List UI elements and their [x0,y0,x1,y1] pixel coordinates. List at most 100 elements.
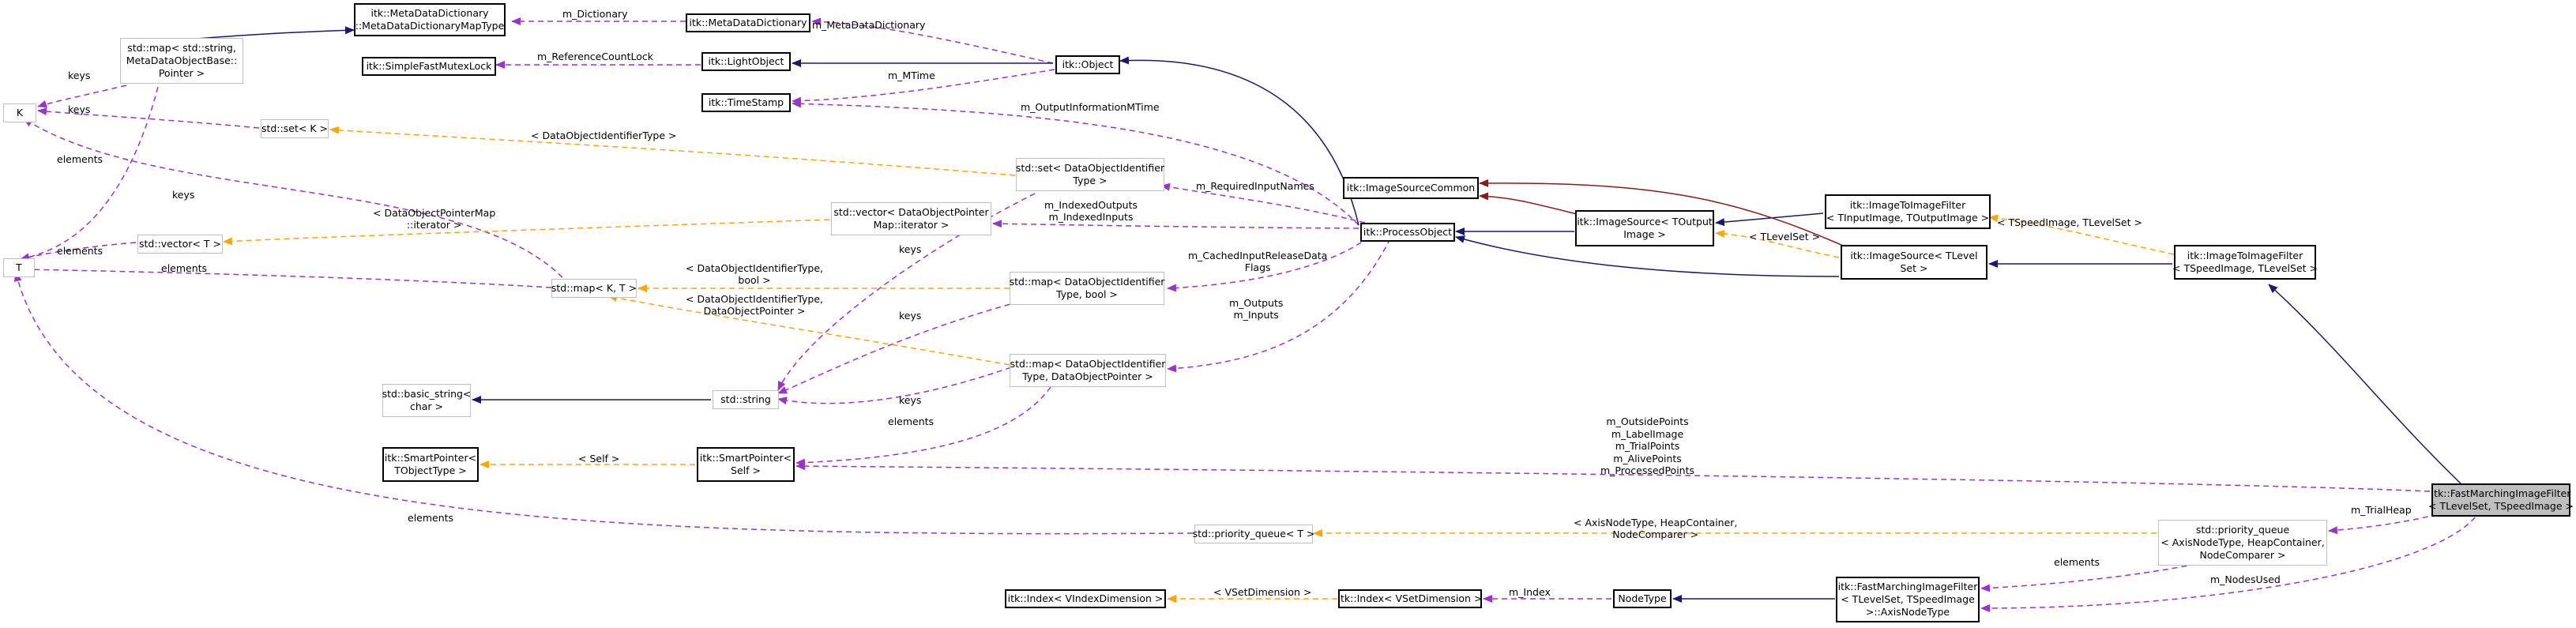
label-line: NodeComparer > [1612,528,1699,540]
edge-m-outputinformationmtime [792,100,1359,226]
node-line: < TSpeedImage, TLevelSet > [2172,262,2318,274]
node-metadatadictionary[interactable]: itk::MetaDataDictionary [686,13,810,32]
label-line: elements [57,245,103,257]
node-stdmap-doid-bool[interactable]: std::map< DataObjectIdentifier Type, boo… [1010,272,1164,305]
node-imagesource-tlevelset[interactable]: itk::ImageSource< TLevel Set > [1841,245,1987,280]
edge-keys-map [23,118,570,285]
node-priority-queue-axis[interactable]: std::priority_queue < AxisNodeType, Heap… [2158,520,2327,566]
node-basic-string[interactable]: std::basic_string< char > [382,384,471,417]
label-line: < DataObjectIdentifierType > [531,130,677,141]
label-vset-dimension: < VSetDimension > [1213,586,1311,598]
label-line: Flags [1244,261,1271,273]
label-m-referencecountlock: m_ReferenceCountLock [537,51,653,62]
node-priority-queue-T[interactable]: std::priority_queue< T > [1192,525,1315,543]
label-keys-dop: keys [899,394,921,406]
node-imagesource-toutputimage[interactable]: itk::ImageSource< TOutput Image > [1575,210,1714,246]
node-stdstring[interactable]: std::string [713,390,779,409]
edge-keys-set-doid [777,193,1036,391]
edge-dopm-iterator [223,219,830,246]
node-line: Set > [1900,262,1928,274]
label-line: m_TrialPoints [1615,440,1680,453]
node-index-vindexdimension[interactable]: itk::Index< VIndexDimension > [1005,589,1166,608]
label-line: < AxisNodeType, HeapContainer, [1574,517,1738,528]
label-line: < Self > [578,453,620,464]
node-line: itk::SmartPointer< [699,452,792,464]
label-line: elements [408,512,454,524]
label-line: elements [888,416,935,427]
label-elements-axis: elements [2054,556,2100,568]
label-m-requiredinputnames: m_RequiredInputNames [1196,180,1314,192]
node-line: itk::ImageSource< TOutput [1577,216,1713,228]
node-stdvector-T[interactable]: std::vector< T > [137,235,223,254]
node-line: itk::Index< VIndexDimension > [1007,592,1164,604]
node-imagetoimagefilter-speed-level[interactable]: itk::ImageToImageFilter < TSpeedImage, T… [2172,245,2318,280]
node-stdvector-dopm-iterator[interactable]: std::vector< DataObjectPointer Map::iter… [831,202,991,235]
node-line: itk::ImageSource< TLevel [1850,250,1978,261]
label-line: keys [899,243,922,255]
node-line: std::priority_queue< T > [1192,528,1315,540]
node-line: itk::Index< VSetDimension > [1337,592,1483,604]
node-stdmap-doid-dop[interactable]: std::map< DataObjectIdentifier Type, Dat… [1010,354,1166,387]
node-lightobject[interactable]: itk::LightObject [701,52,791,71]
label-line: m_NodesUsed [2210,573,2281,585]
node-stdmap-K-T[interactable]: std::map< K, T > [551,279,637,298]
label-line: m_Inputs [1233,309,1279,321]
node-T[interactable]: T [3,258,35,277]
label-line: m_Outputs [1229,297,1284,309]
node-K[interactable]: K [3,103,36,122]
label-elements-vec: elements [57,245,103,257]
node-object[interactable]: itk::Object [1055,55,1120,74]
label-line: keys [68,70,91,81]
node-line: itk::TimeStamp [708,96,784,108]
label-keys-set-doid: keys [899,243,921,255]
node-fastmarching-axisnodetype[interactable]: itk::FastMarchingImageFilter < TLevelSet… [1836,577,1980,622]
node-processobject[interactable]: itk::ProcessObject [1360,223,1455,242]
node-line: < TLevelSet, TSpeedImage > [2428,500,2574,512]
label-line: DataObjectPointer > [703,305,806,317]
label-line: < TSpeedImage, TLevelSet > [1997,216,2142,228]
node-metadatadictionary-maptype[interactable]: itk::MetaDataDictionary ::MetaDataDictio… [354,3,506,36]
node-stdmap-string-metadataobject[interactable]: std::map< std::string, MetaDataObjectBas… [120,38,243,84]
node-line: itk::ImageToImageFilter [2187,250,2303,261]
label-line: m_CachedInputReleaseData [1188,250,1328,261]
label-keys-stdmap: keys [68,70,90,81]
node-line: NodeType [1618,592,1667,604]
node-line: itk::LightObject [708,55,784,67]
edge-inherit-imgsrc-tlevel-processobject [1455,235,1840,277]
node-line: >::AxisNodeType [1865,606,1950,618]
label-line: m_OutputInformationMTime [1021,101,1160,113]
label-doid-dop: < DataObjectIdentifierType,DataObjectPoi… [686,293,823,317]
node-line: Image > [1623,228,1666,240]
node-stdset-doid-type[interactable]: std::set< DataObjectIdentifier Type > [1016,158,1164,191]
edge-elements-stdmap [20,86,159,261]
edge-keys-stdmap [37,85,127,108]
node-smartpointer-tobjecttype[interactable]: itk::SmartPointer< TObjectType > [382,447,479,482]
node-index-vsetdimension[interactable]: itk::Index< VSetDimension > [1338,589,1482,608]
node-stdset-K[interactable]: std::set< K > [261,119,329,138]
edge-inherit-processobject-object [1119,56,1359,226]
edge-doid-dop [607,294,1010,366]
node-simplefastmutexlock[interactable]: itk::SimpleFastMutexLock [362,57,496,76]
label-elements-map: elements [161,262,207,274]
node-imagesourcecommon[interactable]: itk::ImageSourceCommon [1343,177,1479,199]
edge-tspeed-tlevel [1988,214,2175,255]
edge-m-mtime [792,69,1055,105]
label-line: m_OutsidePoints [1606,416,1689,427]
label-m-metadatadictionary: m_MetaDataDictionary [812,19,925,31]
node-line: NodeComparer > [2199,549,2286,561]
node-smartpointer-self[interactable]: itk::SmartPointer< Self > [697,447,795,482]
node-line: itk::Object [1062,58,1114,70]
label-m-mtime: m_MTime [888,70,935,81]
node-line: char > [409,400,444,412]
label-line: elements [57,153,103,165]
edge-private-imgsrc-tlevel-common [1479,179,1863,255]
node-imagetoimagefilter-in-out[interactable]: itk::ImageToImageFilter < TInputImage, T… [1825,194,1991,229]
node-nodetype[interactable]: NodeType [1613,589,1672,608]
edge-elements-pq [13,272,1194,535]
node-timestamp[interactable]: itk::TimeStamp [701,93,791,112]
node-fastmarchingimagefilter[interactable]: itk::FastMarchingImageFilter < TLevelSet… [2428,483,2574,517]
node-line: Self > [731,464,761,476]
